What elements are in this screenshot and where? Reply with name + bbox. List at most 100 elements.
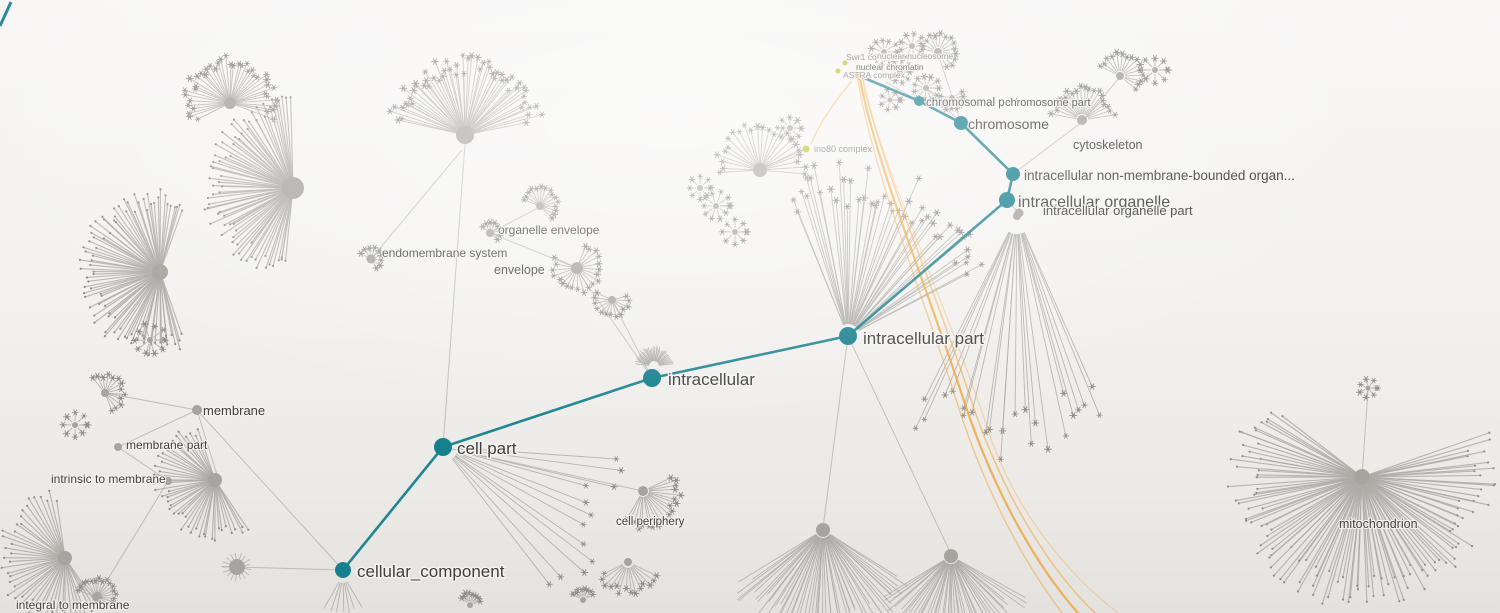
- term-label-membrane-part[interactable]: membrane part: [125, 437, 209, 453]
- term-label-intracellular[interactable]: intracellular: [667, 369, 757, 391]
- cluster-center-node[interactable]: [1116, 72, 1124, 80]
- cluster-center-node[interactable]: [753, 163, 767, 177]
- highlight-edge: [861, 75, 920, 103]
- cluster-ray: [908, 562, 947, 613]
- cluster-ray: [1369, 455, 1468, 477]
- complex-node-node[interactable]: [842, 60, 848, 66]
- cluster-center-node[interactable]: [881, 49, 887, 55]
- mini-node-glyph: [181, 91, 190, 99]
- term-node-membrane-part[interactable]: [114, 443, 122, 451]
- term-label-cytoskeleton[interactable]: cytoskeleton: [1072, 137, 1144, 153]
- term-label-intracellular-organelle-part[interactable]: intracellular organelle part: [1042, 202, 1194, 219]
- cluster-center-node[interactable]: [1152, 67, 1158, 73]
- term-label-endomembrane-system[interactable]: endomembrane system: [381, 245, 509, 261]
- term-node-intracellular[interactable]: [643, 369, 661, 387]
- term-label-integral-to-membrane[interactable]: integral to membrane: [15, 597, 131, 613]
- term-node-intracellular-organelle[interactable]: [999, 192, 1015, 208]
- cluster-center-node[interactable]: [224, 97, 236, 109]
- cluster-ray: [985, 233, 1015, 433]
- cluster-center-node[interactable]: [944, 549, 958, 563]
- term-label-chromosome[interactable]: chromosome: [967, 115, 1050, 133]
- cluster-center-node[interactable]: [624, 558, 632, 566]
- cluster-center-node[interactable]: [909, 43, 915, 49]
- complex-node-node[interactable]: [835, 68, 841, 74]
- term-label-membrane[interactable]: membrane: [202, 402, 266, 419]
- cluster-ray: [1021, 233, 1065, 394]
- mini-node-dot: [91, 254, 95, 257]
- cluster-center-node[interactable]: [1077, 115, 1087, 125]
- term-node-organelle-envelope[interactable]: [486, 229, 494, 237]
- mini-node-dot: [19, 515, 23, 518]
- cluster-center-node[interactable]: [467, 602, 473, 608]
- relation-edge: [847, 335, 952, 555]
- term-node-cellular-component[interactable]: [335, 562, 351, 578]
- cluster-center-node[interactable]: [713, 203, 719, 209]
- term-node-intrinsic-to-membrane[interactable]: [164, 477, 172, 485]
- cluster-center-node[interactable]: [697, 185, 703, 191]
- term-label-cellular-component[interactable]: cellular_component: [356, 561, 507, 583]
- term-label-chromosome-part[interactable]: chromosome part: [1004, 96, 1092, 110]
- term-label-cell-periphery[interactable]: cell periphery: [615, 515, 686, 529]
- term-label-nuclear-chromatin[interactable]: nuclear chromatin: [855, 61, 925, 73]
- complex-node-node[interactable]: [850, 55, 854, 59]
- term-label-nuclear-nucleosome[interactable]: nuclear nucleosome: [876, 50, 955, 62]
- cluster-ray: [1366, 482, 1436, 571]
- term-node-chromosomal-part[interactable]: [914, 96, 924, 106]
- mini-node-dot: [1296, 590, 1300, 593]
- term-label-envelope[interactable]: envelope: [493, 262, 546, 278]
- cluster-center-node[interactable]: [282, 177, 304, 199]
- cluster-center-node[interactable]: [816, 523, 830, 537]
- cluster-ray: [221, 175, 286, 188]
- cluster-center-node[interactable]: [887, 97, 893, 103]
- cluster-center-node[interactable]: [732, 229, 738, 235]
- term-label-cell-part[interactable]: cell part: [456, 438, 519, 460]
- relation-edge: [117, 446, 169, 482]
- term-label-intrinsic-to-membrane[interactable]: intrinsic to membrane: [50, 471, 167, 487]
- cluster-ray: [101, 590, 114, 596]
- cluster-center-node[interactable]: [1365, 385, 1371, 391]
- term-label-astra-complex[interactable]: ASTRA complex: [842, 69, 907, 81]
- cluster-center-node[interactable]: [934, 48, 942, 56]
- cluster-center-node[interactable]: [152, 264, 168, 280]
- highlight-node-chromatin[interactable]: [854, 70, 864, 80]
- term-label-intracellular-non-membrane-bounded-organ[interactable]: intracellular non-membrane-bounded organ…: [1023, 167, 1296, 184]
- term-label-intracellular-part[interactable]: intracellular part: [862, 328, 986, 350]
- term-node-chromosome[interactable]: [954, 116, 968, 130]
- term-node-endomembrane-system[interactable]: [366, 254, 376, 264]
- cluster-ray: [790, 537, 821, 613]
- cluster-center-node[interactable]: [787, 125, 793, 131]
- mini-node-dot: [280, 256, 283, 259]
- cluster-center-node[interactable]: [72, 422, 78, 428]
- cluster-center-node[interactable]: [580, 597, 586, 603]
- cluster-center-node[interactable]: [147, 337, 153, 343]
- cluster-center-node[interactable]: [58, 551, 72, 565]
- complex-node-ino80-complex[interactable]: [802, 145, 810, 153]
- cluster-ray: [724, 150, 755, 168]
- term-node-intracellular-non-membrane-bounded-organelle[interactable]: [1006, 167, 1020, 181]
- term-node-intracellular-organelle-part[interactable]: [1014, 208, 1024, 218]
- cluster-ray: [238, 193, 289, 254]
- cluster-center-node[interactable]: [456, 126, 474, 144]
- term-node-membrane[interactable]: [192, 405, 202, 415]
- term-label-intracellular-organelle[interactable]: intracellular organelle: [1017, 193, 1172, 213]
- cluster-ray: [658, 357, 671, 365]
- cluster-ray: [637, 360, 650, 365]
- mini-node-dot: [264, 266, 268, 269]
- cluster-ray: [208, 188, 286, 205]
- cluster-ray: [1023, 232, 1100, 416]
- mini-node-dot: [101, 215, 104, 218]
- term-label-chromosomal-part[interactable]: chromosomal part: [925, 96, 1020, 110]
- cluster-ray: [760, 129, 770, 165]
- cluster-center-node[interactable]: [897, 69, 903, 75]
- term-label-swr1-complex[interactable]: Swr1 complex: [845, 51, 901, 63]
- term-label-mitochondrion[interactable]: mitochondrion: [1338, 516, 1419, 532]
- term-label-organelle-envelope[interactable]: organelle envelope: [497, 222, 601, 238]
- mini-node-dot: [1461, 516, 1464, 520]
- cluster-ray: [1368, 480, 1473, 547]
- cluster-ray: [101, 593, 117, 597]
- cluster-ray: [823, 537, 839, 613]
- term-node-cell-part[interactable]: [434, 438, 452, 456]
- term-node-intracellular-part[interactable]: [839, 327, 857, 345]
- term-label-ino80-complex[interactable]: ino80 complex: [813, 143, 874, 155]
